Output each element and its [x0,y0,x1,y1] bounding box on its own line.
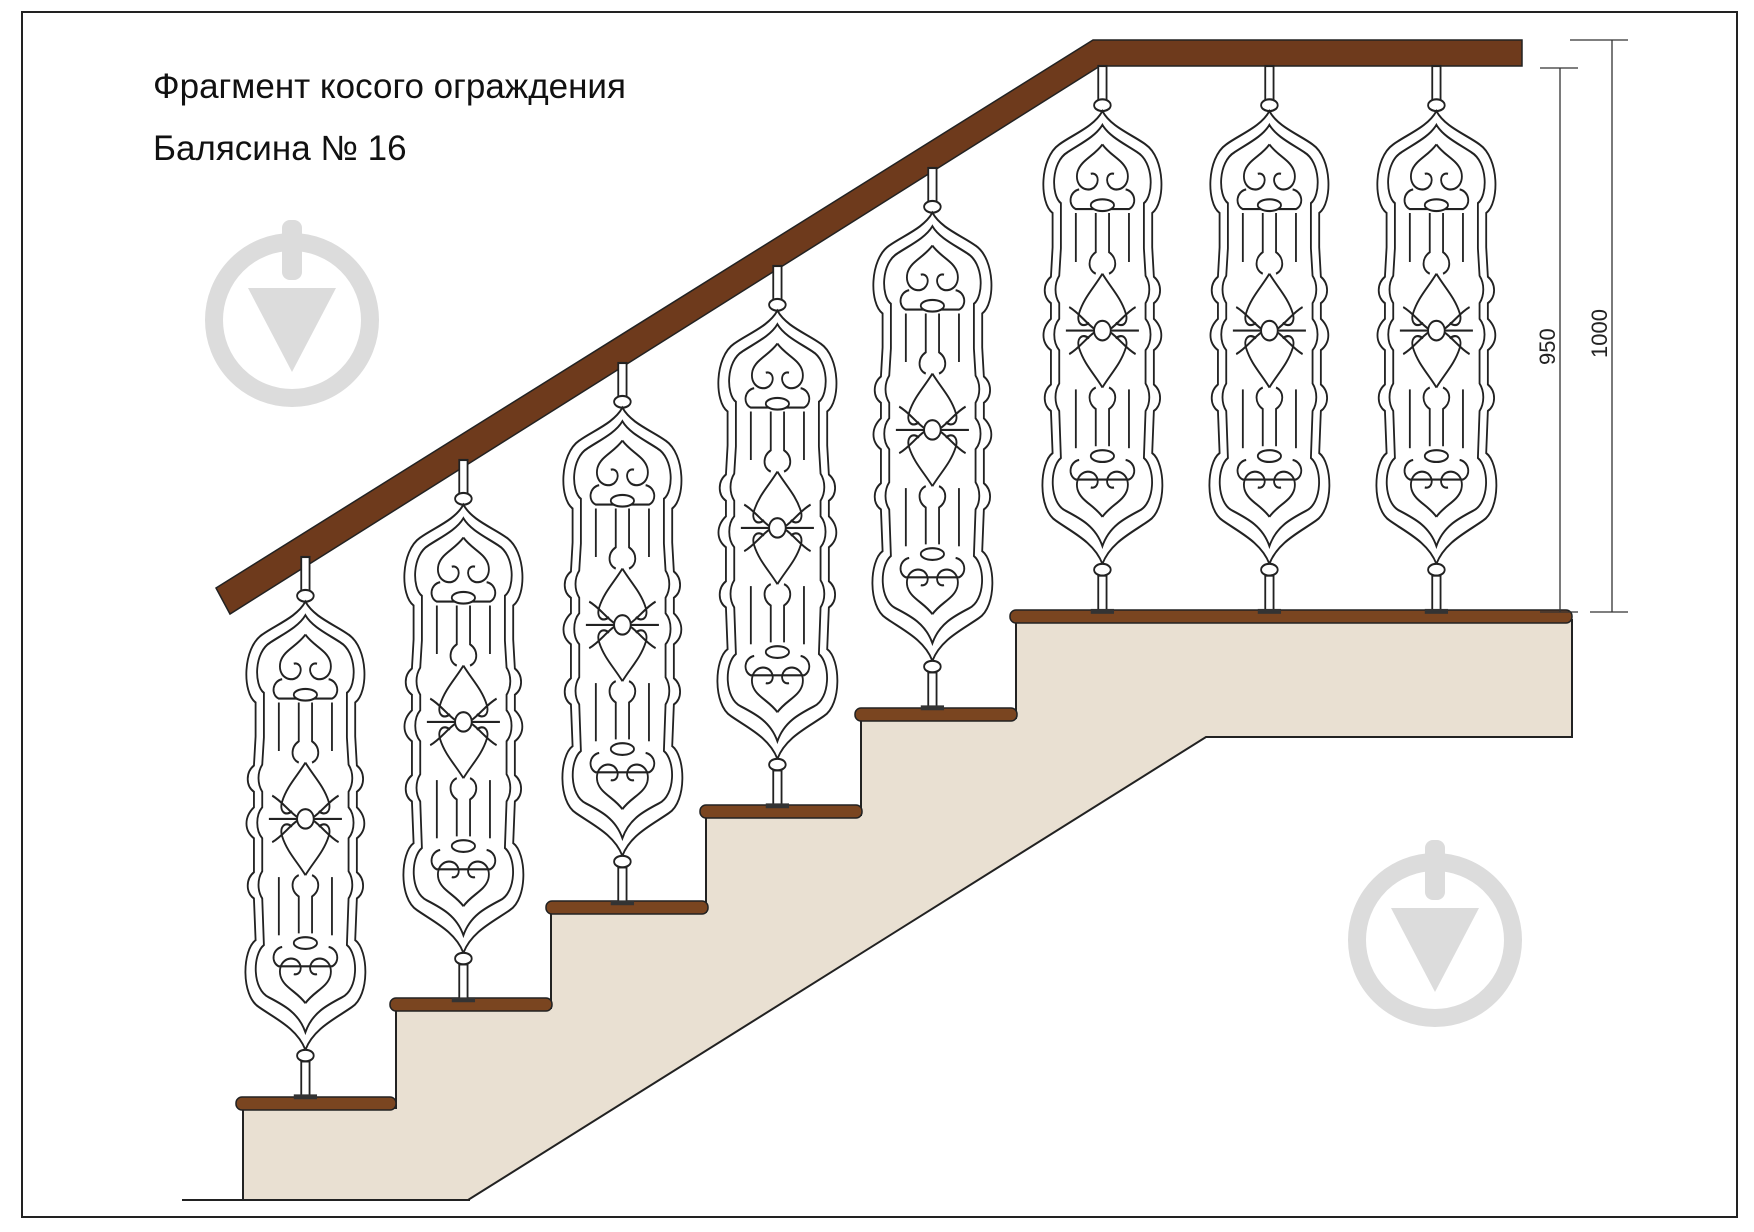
baluster [1208,64,1331,615]
baluster [871,166,994,712]
dimension-950-label: 950 [1535,328,1560,365]
baluster [716,264,839,810]
handrail [215,39,1523,616]
baluster [244,555,367,1101]
baluster [1041,64,1164,615]
baluster-model-label: Балясина № 16 [153,129,407,168]
baluster [402,458,525,1004]
watermark-logo-icon [1357,840,1513,1018]
baluster [1375,64,1498,615]
dimension-lines [1540,39,1628,613]
watermark-logo-icon [214,220,370,398]
baluster [561,361,684,907]
drawing-frame [21,11,1738,1218]
dimension-1000-label: 1000 [1587,309,1612,358]
drawing-title: Фрагмент косого ограждения [153,67,626,106]
